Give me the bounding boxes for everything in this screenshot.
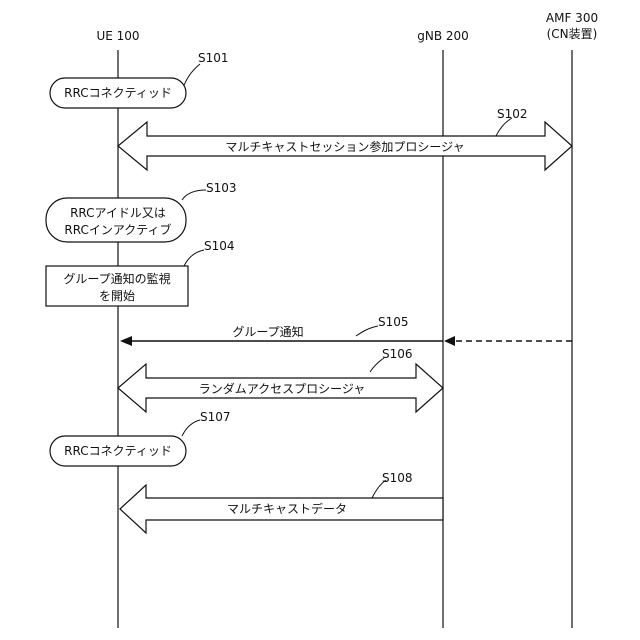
- s106-id: S106: [382, 347, 413, 361]
- s107-id: S107: [200, 410, 231, 424]
- step-s102: S102 マルチキャストセッション参加プロシージャ: [118, 107, 572, 170]
- s108-id: S108: [382, 471, 413, 485]
- s102-id: S102: [497, 107, 528, 121]
- step-s105: S105 グループ通知: [120, 315, 572, 346]
- step-s101: S101 RRCコネクティッド: [50, 51, 229, 108]
- step-s104: S104 グループ通知の監視 を開始: [46, 239, 235, 306]
- s103-line1: RRCアイドル又は: [70, 206, 166, 220]
- s104-id: S104: [204, 239, 235, 253]
- s104-line1: グループ通知の監視: [63, 271, 170, 286]
- step-s108: S108 マルチキャストデータ: [120, 471, 443, 533]
- step-s107: S107 RRCコネクティッド: [50, 410, 231, 466]
- s101-text: RRCコネクティッド: [64, 86, 172, 100]
- step-s103: S103 RRCアイドル又は RRCインアクティブ: [46, 181, 237, 242]
- s102-text: マルチキャストセッション参加プロシージャ: [225, 139, 464, 154]
- s105-text: グループ通知: [232, 325, 303, 339]
- s104-line2: を開始: [99, 289, 135, 303]
- s105-dashed-arrowhead: [444, 336, 455, 346]
- amf-label: AMF 300: [546, 11, 598, 25]
- s101-id: S101: [198, 51, 229, 65]
- s105-arrowhead: [120, 336, 132, 346]
- s103-line2: RRCインアクティブ: [64, 222, 171, 237]
- step-s106: S106 ランダムアクセスプロシージャ: [118, 347, 443, 412]
- s105-leader: [356, 326, 378, 336]
- ue-label: UE 100: [96, 29, 139, 43]
- s105-id: S105: [378, 315, 409, 329]
- s103-leader: [182, 190, 206, 200]
- gnb-label: gNB 200: [417, 29, 469, 43]
- s106-text: ランダムアクセスプロシージャ: [199, 381, 366, 396]
- s107-text: RRCコネクティッド: [64, 444, 172, 458]
- s104-leader: [184, 250, 204, 266]
- s103-id: S103: [206, 181, 237, 195]
- s108-text: マルチキャストデータ: [227, 501, 347, 516]
- s107-leader: [182, 420, 200, 436]
- amf-sublabel: (CN装置): [547, 27, 598, 41]
